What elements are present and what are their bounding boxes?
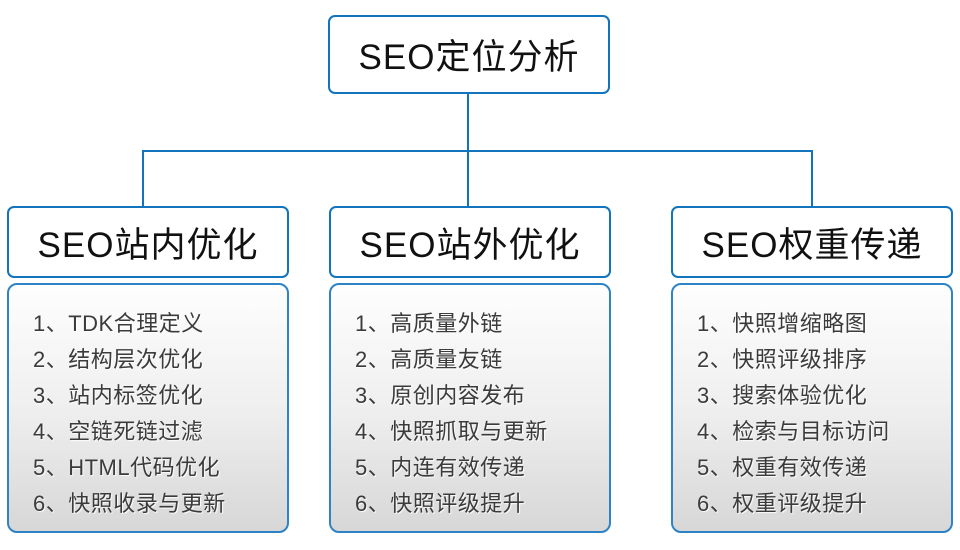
list-item: 6、权重评级提升 (697, 491, 868, 516)
list-item: 3、搜索体验优化 (697, 383, 868, 408)
list-item: 1、TDK合理定义 (33, 311, 204, 336)
branch-node-weight: SEO权重传递 (671, 206, 953, 278)
branch-node-offsite: SEO站外优化 (329, 206, 611, 278)
connector-drop-left (142, 150, 144, 206)
list-item: 2、结构层次优化 (33, 347, 204, 372)
list-item: 6、快照收录与更新 (33, 491, 226, 516)
connector-drop-right (811, 150, 813, 206)
list-item: 3、站内标签优化 (33, 383, 204, 408)
branch-title: SEO站外优化 (359, 225, 581, 265)
branch-title: SEO权重传递 (701, 225, 923, 265)
list-item: 5、内连有效传递 (355, 455, 526, 480)
branch-title: SEO站内优化 (37, 225, 259, 265)
list-item: 4、检索与目标访问 (697, 419, 890, 444)
root-node-title: SEO定位分析 (358, 38, 580, 77)
list-item: 1、快照增缩略图 (697, 311, 868, 336)
connector-root-stem (467, 94, 469, 151)
branch-panel-weight: 1、快照增缩略图 2、快照评级排序 3、搜索体验优化 4、检索与目标访问 5、权… (671, 283, 953, 533)
list-item: 5、HTML代码优化 (33, 455, 221, 480)
list-item: 5、权重有效传递 (697, 455, 868, 480)
list-item: 4、空链死链过滤 (33, 419, 204, 444)
branch-node-onsite: SEO站内优化 (7, 206, 289, 278)
list-item: 4、快照抓取与更新 (355, 419, 548, 444)
list-item: 3、原创内容发布 (355, 383, 526, 408)
branch-panel-onsite: 1、TDK合理定义 2、结构层次优化 3、站内标签优化 4、空链死链过滤 5、H… (7, 283, 289, 533)
list-item: 2、高质量友链 (355, 347, 503, 372)
root-node: SEO定位分析 (328, 15, 610, 94)
list-item: 6、快照评级提升 (355, 491, 526, 516)
list-item: 1、高质量外链 (355, 311, 503, 336)
connector-horizontal (142, 150, 813, 152)
list-item: 2、快照评级排序 (697, 347, 868, 372)
branch-panel-offsite: 1、高质量外链 2、高质量友链 3、原创内容发布 4、快照抓取与更新 5、内连有… (329, 283, 611, 533)
connector-drop-middle (467, 150, 469, 206)
